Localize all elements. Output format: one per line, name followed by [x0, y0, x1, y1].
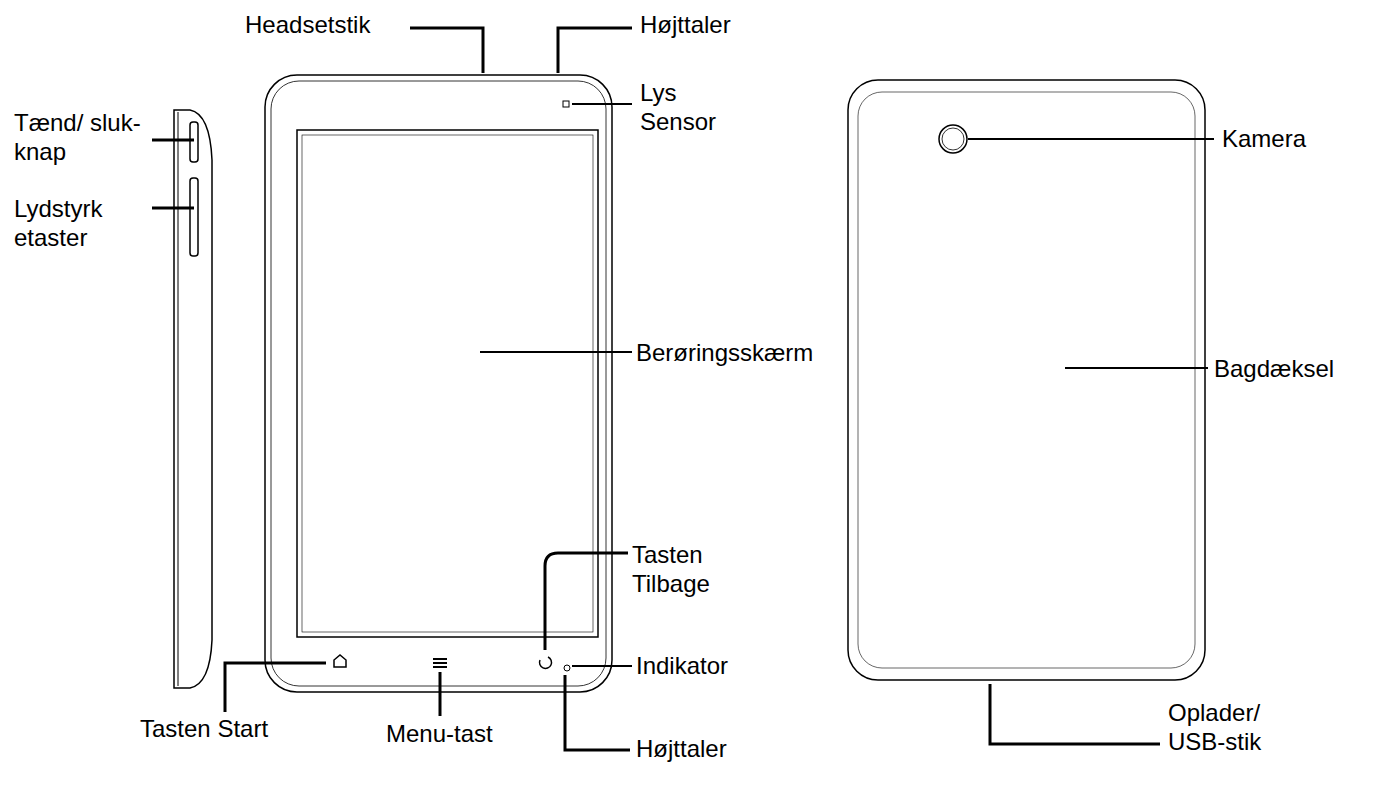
part-label: Oplader/ USB-stik: [1168, 698, 1298, 756]
part-label: Indikator: [636, 651, 728, 680]
home-key-icon: [334, 655, 346, 667]
part-label: Tasten Start: [140, 714, 268, 743]
back-cover: [848, 80, 1205, 680]
part-label: Headsetstik: [245, 10, 370, 39]
part-label: Berøringsskærm: [636, 338, 813, 367]
side-view: [174, 110, 212, 688]
front-housing: [265, 75, 612, 692]
menu-key-icon: [433, 659, 447, 667]
power-button: [190, 122, 198, 162]
light-sensor: [563, 101, 569, 107]
leader-lines: [152, 28, 1214, 750]
part-label: Lydstyrk etaster: [14, 194, 139, 252]
part-label: Tasten Tilbage: [632, 540, 762, 598]
part-label: Højttaler: [640, 10, 731, 39]
indicator-led: [564, 665, 570, 671]
part-label: Kamera: [1222, 124, 1306, 153]
part-label: Menu-tast: [386, 719, 493, 748]
volume-keys: [190, 178, 198, 256]
part-label: Bagdæksel: [1214, 354, 1334, 383]
touch-screen: [297, 130, 598, 637]
back-key-icon: [539, 657, 551, 668]
camera-lens: [939, 125, 967, 153]
part-label: Lys Sensor: [640, 78, 750, 136]
part-label: Tænd/ sluk-knap: [14, 108, 149, 166]
part-label: Højttaler: [636, 734, 727, 763]
